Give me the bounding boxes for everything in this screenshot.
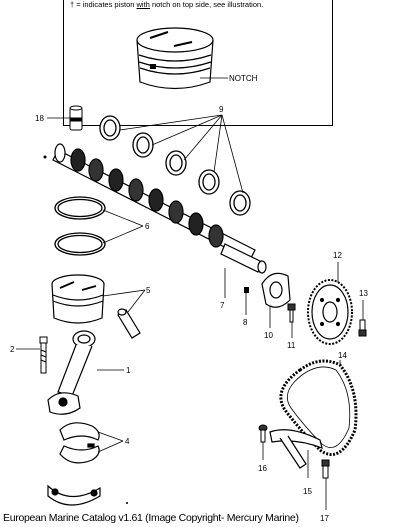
dagger-symbol: †: [70, 0, 75, 9]
part-18-bushing: [69, 105, 83, 131]
callout-13: 13: [359, 289, 368, 298]
part-10-thrust-plate: [261, 272, 291, 308]
part-1-connecting-rod: [47, 330, 96, 415]
callout-8: 8: [243, 318, 248, 327]
callout-16: 16: [258, 464, 267, 473]
callout-18: 18: [35, 114, 44, 123]
part-5-piston-pin: [117, 308, 141, 339]
part-4-rod-bearings: [59, 422, 100, 464]
callout-9: 9: [219, 105, 224, 114]
camshaft: [52, 143, 267, 274]
part-9-cam-bearings: [99, 115, 251, 216]
callout-4: 4: [125, 437, 130, 446]
callout-1: 1: [126, 366, 131, 375]
stray-dot: [126, 502, 128, 504]
callout-5: 5: [146, 286, 151, 295]
notch-piston-illustration: [136, 27, 228, 90]
callout-11: 11: [287, 341, 296, 350]
part-12-cam-sprocket: [307, 279, 353, 345]
part-8-key: [244, 287, 249, 293]
note-text-part-1: = indicates piston: [74, 0, 137, 9]
rod-cap: [47, 484, 101, 506]
part-17-damper-bolt: [321, 459, 330, 479]
callout-6-leaders: [102, 209, 144, 244]
callout-15: 15: [303, 487, 312, 496]
timing-chain-inner: [286, 366, 351, 448]
callout-14: 14: [338, 351, 347, 360]
piston-note-box: † = indicates piston with notch on top s…: [63, 0, 333, 126]
callout-10: 10: [264, 331, 273, 340]
callout-4-leaders: [97, 431, 124, 453]
callout-12: 12: [333, 251, 342, 260]
part-15-chain-damper: [269, 429, 323, 469]
notch-label: NOTCH: [229, 74, 258, 83]
callout-5-leaders: [102, 289, 146, 313]
callout-17: 17: [320, 514, 329, 523]
part-11-bolt: [287, 303, 296, 323]
catalog-footer: European Marine Catalog v1.61 (Image Cop…: [3, 512, 299, 524]
part-6-piston-rings: [54, 196, 106, 256]
callout-7: 7: [220, 301, 225, 310]
part-13-sprocket-bolt: [358, 319, 367, 337]
part-2-rod-bolt: [39, 336, 48, 374]
part-5-piston: [51, 274, 105, 324]
part-14-timing-chain: [279, 359, 358, 456]
camshaft-dot: [43, 155, 47, 159]
note-text-underlined: with: [136, 0, 150, 9]
callout-6: 6: [145, 222, 150, 231]
piston-note-text: † = indicates piston with notch on top s…: [70, 0, 330, 9]
callout-9-leaders: [119, 114, 244, 194]
callout-2: 2: [10, 345, 15, 354]
note-text-part-2: notch on top side, see illustration.: [149, 0, 264, 9]
part-16-damper-bolt: [258, 424, 268, 443]
